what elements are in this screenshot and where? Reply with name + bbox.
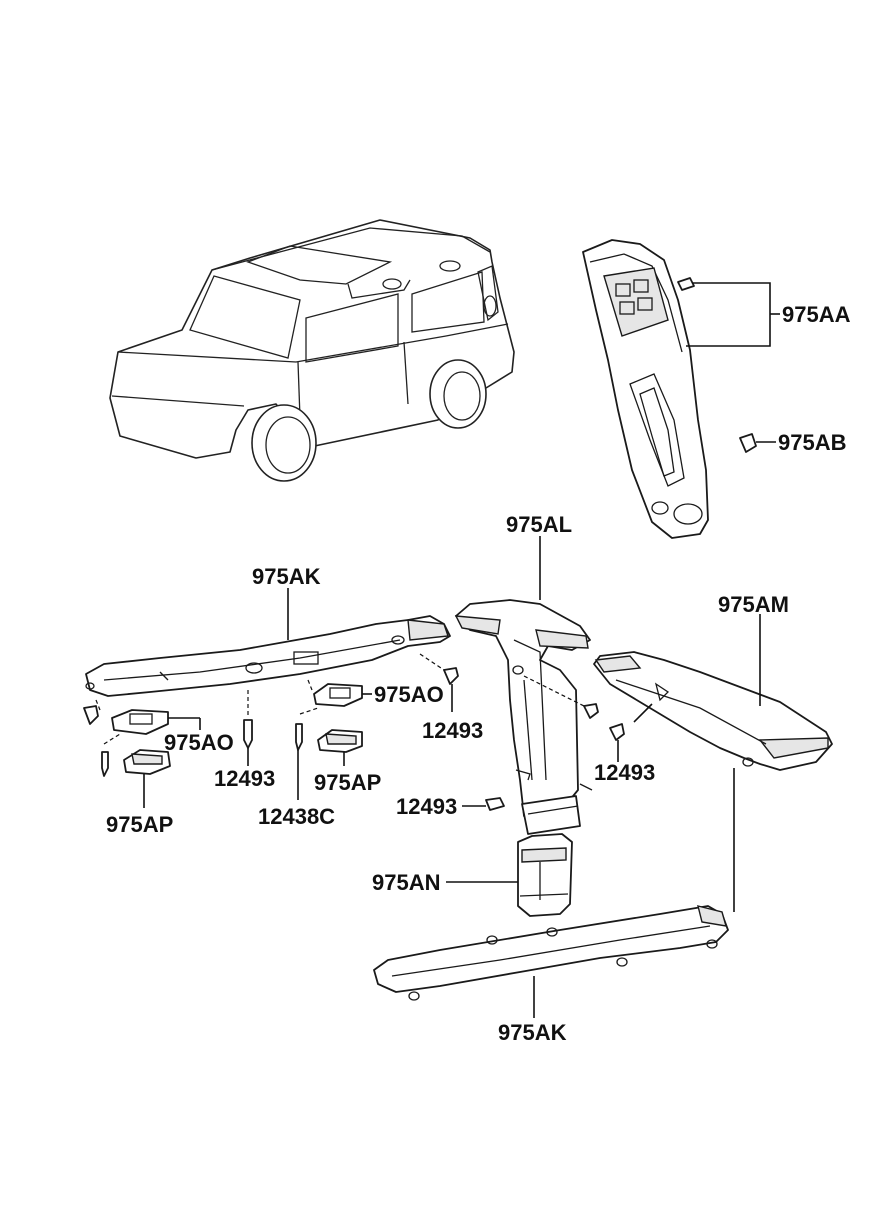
callout-975AP-left: 975AP xyxy=(106,812,173,837)
upper-duct-975AK xyxy=(85,588,451,697)
callout-12493-left: 12493 xyxy=(214,766,275,791)
callout-975AO-left: 975AO xyxy=(164,730,234,755)
callout-975AK-upper: 975AK xyxy=(252,564,321,589)
fastener-parts xyxy=(83,653,625,811)
callout-975AB: 975AB xyxy=(778,430,846,455)
callout-975AP-middle: 975AP xyxy=(314,770,381,795)
callout-12438C: 12438C xyxy=(258,804,335,829)
right-duct-975AM xyxy=(593,614,833,771)
flex-duct-975AN xyxy=(446,833,573,917)
center-duct-975AL xyxy=(454,536,593,835)
callout-975AL: 975AL xyxy=(506,512,572,537)
vehicle-illustration xyxy=(109,219,515,482)
callout-975AO-right: 975AO xyxy=(374,682,444,707)
callout-12493-center: 12493 xyxy=(396,794,457,819)
callout-12493-upper-right: 12493 xyxy=(422,718,483,743)
callout-975AA: 975AA xyxy=(782,302,851,327)
lower-duct-975AK xyxy=(373,768,735,1018)
callout-12493-right: 12493 xyxy=(594,760,655,785)
callout-975AN: 975AN xyxy=(372,870,440,895)
leader-975AA xyxy=(686,282,771,347)
callout-975AK-lower: 975AK xyxy=(498,1020,567,1045)
overhead-console-assembly xyxy=(582,239,780,539)
callout-975AM: 975AM xyxy=(718,592,789,617)
